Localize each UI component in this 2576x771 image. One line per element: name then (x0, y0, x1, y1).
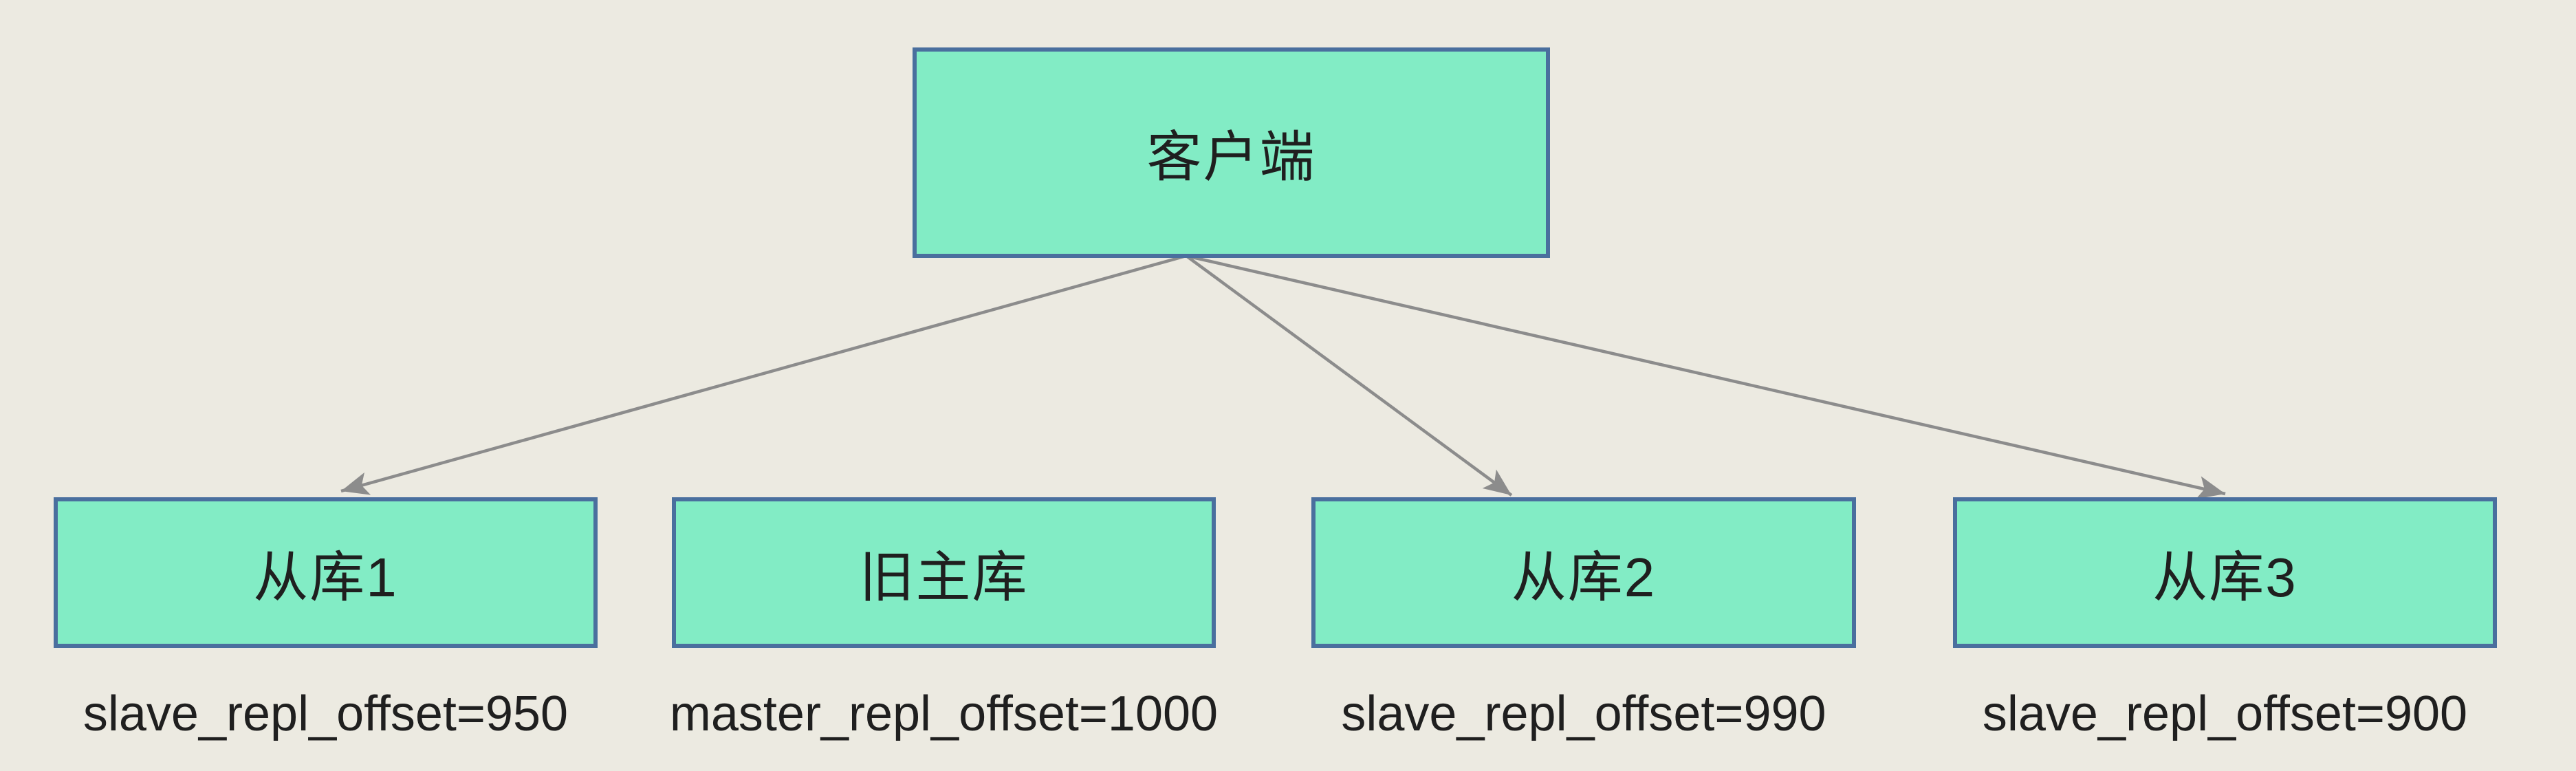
node-slave-1-label: 从库1 (253, 546, 398, 608)
node-client-label: 客户端 (1146, 127, 1316, 188)
node-slave-2-label: 从库2 (1511, 546, 1657, 608)
node-client: 客户端 (913, 47, 1550, 258)
node-old-master: 旧主库 (672, 497, 1216, 648)
node-old-master-label: 旧主库 (859, 546, 1029, 608)
edge-arrow-3 (1186, 254, 2226, 499)
offset-label-slave-2: slave_repl_offset=990 (1341, 686, 1826, 741)
edge-arrow-1 (340, 254, 1187, 495)
offset-label-slave-3: slave_repl_offset=900 (1982, 686, 2468, 741)
offset-label-slave-1: slave_repl_offset=950 (83, 686, 569, 741)
node-slave-3: 从库3 (1953, 497, 2497, 648)
node-slave-1: 从库1 (54, 497, 598, 648)
node-slave-3-label: 从库3 (2152, 546, 2297, 608)
edge-arrow-2 (1185, 254, 1513, 497)
offset-label-old-master: master_repl_offset=1000 (669, 686, 1219, 741)
node-slave-2: 从库2 (1311, 497, 1856, 648)
